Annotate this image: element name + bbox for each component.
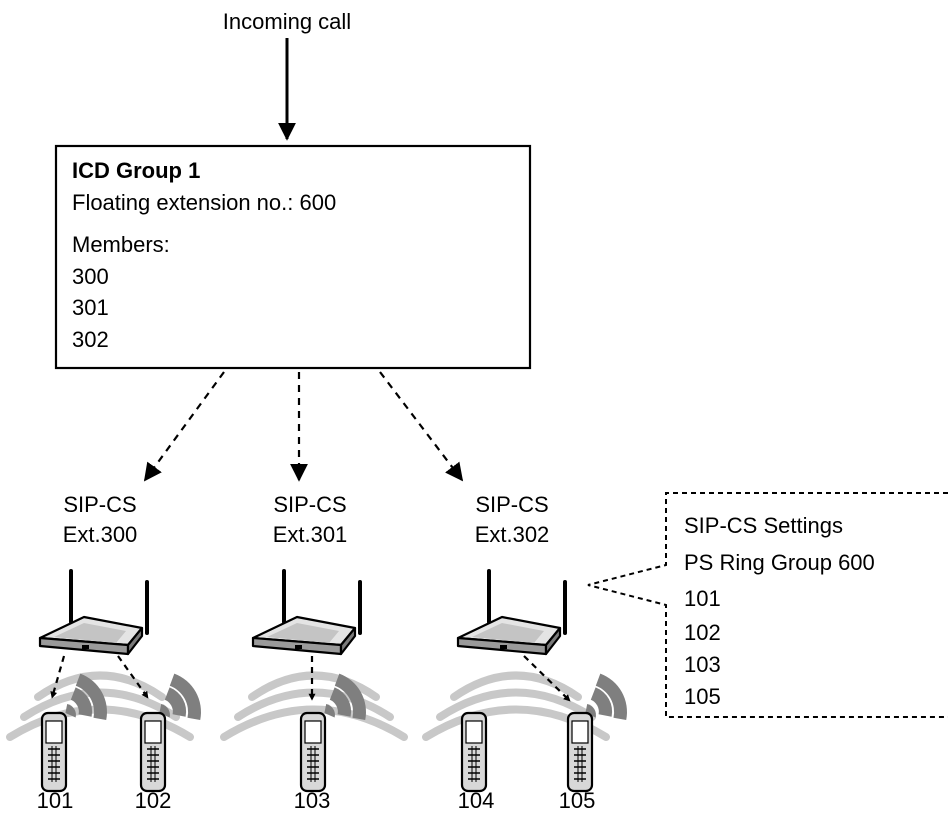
floating-extension-text: Floating extension no.: 600 (72, 190, 336, 215)
settings-title: SIP-CS Settings (684, 513, 843, 538)
station-label: SIP-CS (63, 492, 136, 517)
handset-icon (566, 711, 594, 793)
handset-icon (139, 711, 167, 793)
base-station-icon (251, 569, 362, 656)
distribution-arrow (143, 371, 225, 482)
icd-member: 300 (72, 264, 109, 289)
settings-member: 105 (684, 684, 721, 709)
handset-number: 104 (458, 788, 495, 813)
icd-group-title: ICD Group 1 (72, 158, 200, 183)
handset-number: 103 (294, 788, 331, 813)
members-label: Members: (72, 232, 170, 257)
base-station-icon (456, 569, 567, 656)
base-station-icon (38, 569, 149, 656)
station-ext: Ext.301 (273, 522, 348, 547)
station-ext: Ext.302 (475, 522, 550, 547)
station-label: SIP-CS (475, 492, 548, 517)
handset-icon (40, 711, 68, 793)
handset-icon (460, 711, 488, 793)
settings-member: 103 (684, 652, 721, 677)
incoming-call-label: Incoming call (223, 9, 351, 34)
handset-number: 105 (559, 788, 596, 813)
handset-icon (299, 711, 327, 793)
ring-arrow (50, 655, 66, 699)
distribution-arrow (379, 371, 464, 482)
ringing-icon (585, 673, 627, 720)
settings-ring-group: PS Ring Group 600 (684, 550, 875, 575)
icd-member: 301 (72, 295, 109, 320)
ring-arrow (117, 655, 149, 699)
handset-number: 101 (37, 788, 74, 813)
icd-member: 302 (72, 327, 109, 352)
settings-callout (587, 492, 948, 718)
icd-group-box (54, 144, 532, 370)
handset-number: 102 (135, 788, 172, 813)
station-label: SIP-CS (273, 492, 346, 517)
station-ext: Ext.300 (63, 522, 138, 547)
settings-member: 101 (684, 586, 721, 611)
settings-member: 102 (684, 620, 721, 645)
radio-waves (220, 671, 408, 741)
